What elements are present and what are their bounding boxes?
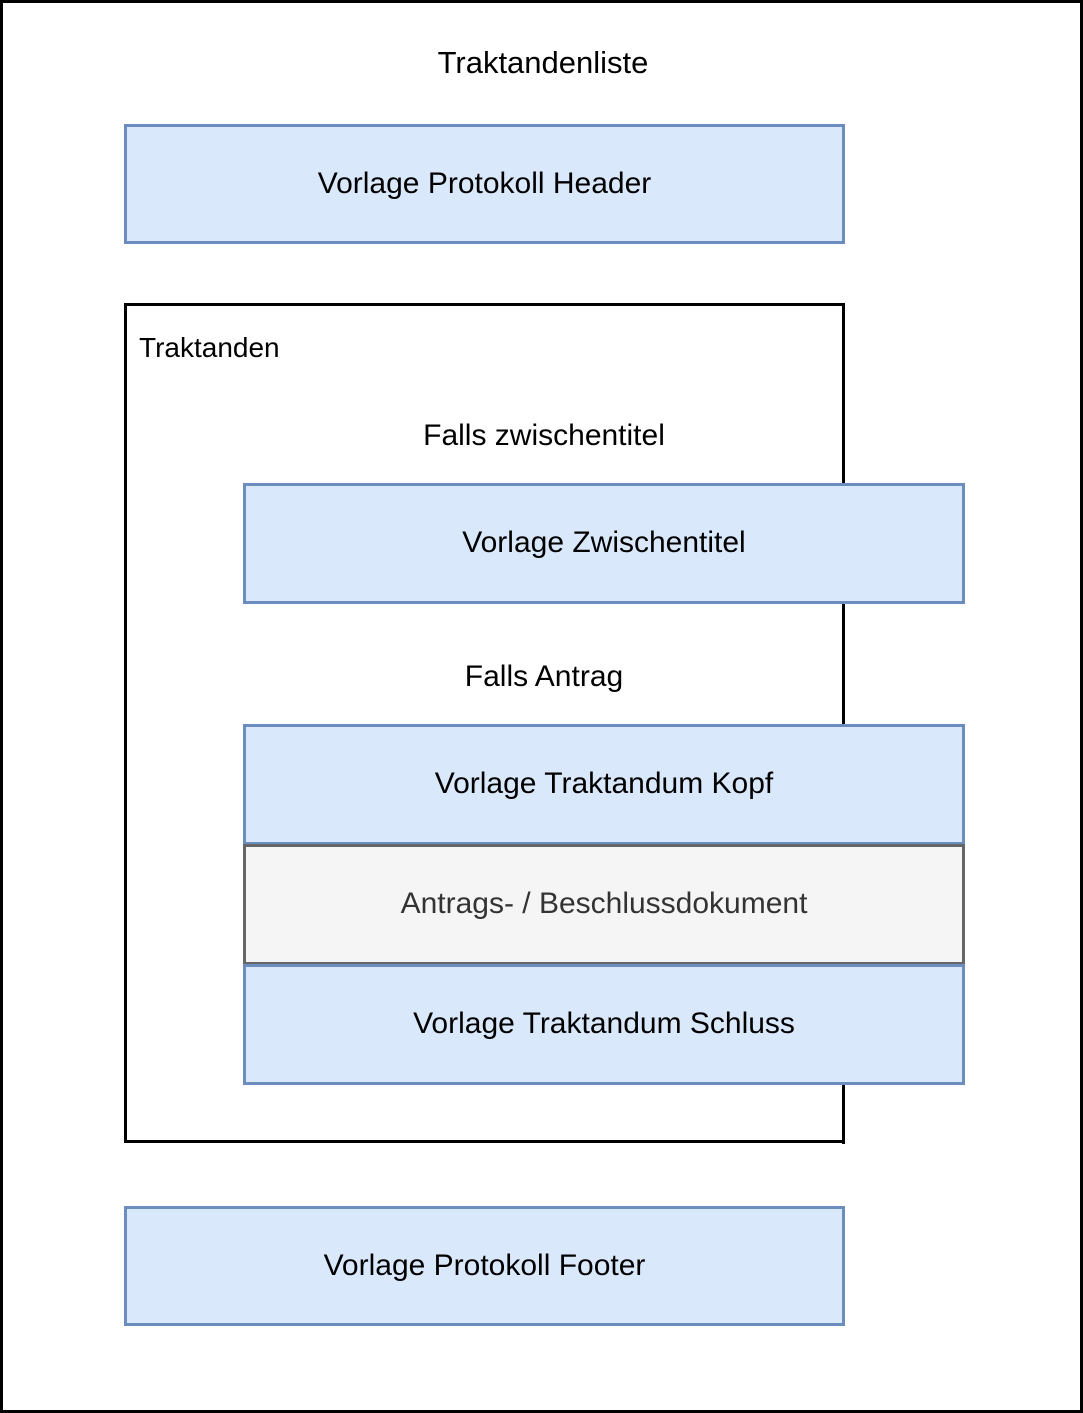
node-vorlage-protokoll-header[interactable]: Vorlage Protokoll Header [124,124,845,244]
container-traktanden-label: Traktanden [139,332,280,363]
connector-segment-top [842,303,845,484]
connector-segment-bottom [842,1084,845,1144]
node-vorlage-zwischentitel[interactable]: Vorlage Zwischentitel [243,483,965,604]
node-vorlage-traktandum-schluss[interactable]: Vorlage Traktandum Schluss [243,964,965,1085]
page-title: Traktandenliste [437,45,649,80]
edge-label-falls-zwischentitel: Falls zwischentitel [423,419,665,452]
connector-segment-middle [842,603,845,725]
node-vorlage-protokoll-footer[interactable]: Vorlage Protokoll Footer [124,1206,845,1326]
node-vorlage-traktandum-kopf[interactable]: Vorlage Traktandum Kopf [243,724,965,845]
edge-label-falls-antrag: Falls Antrag [464,660,624,693]
node-antrags-beschlussdokument[interactable]: Antrags- / Beschlussdokument [243,844,965,965]
